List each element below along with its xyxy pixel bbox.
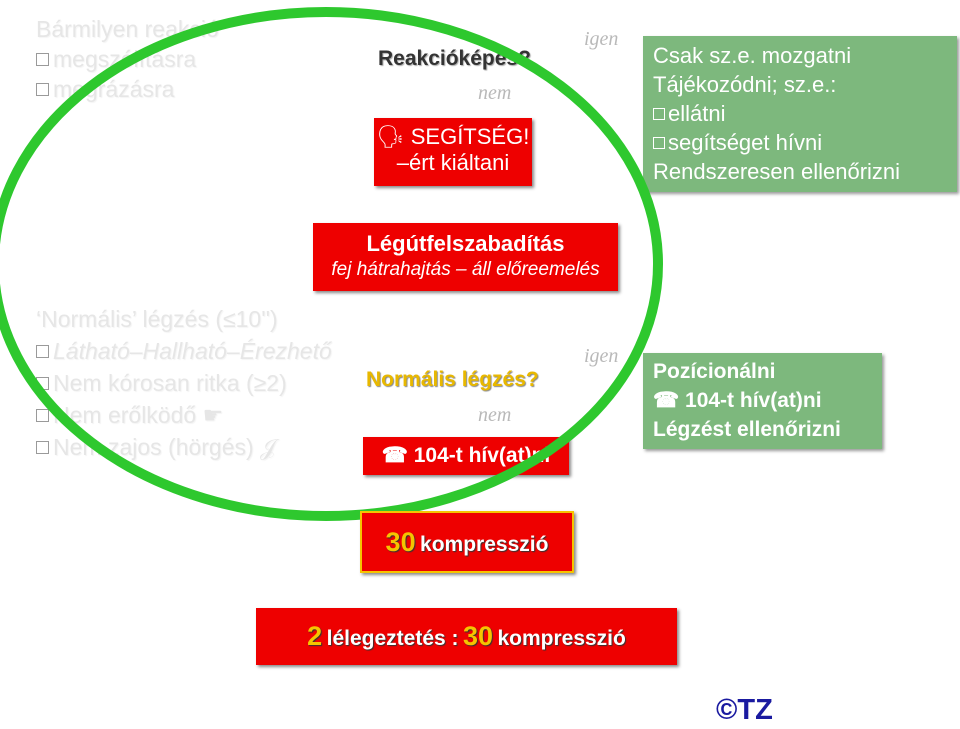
ear-icon: 𝒥 <box>260 434 276 460</box>
green-mid-box: Pozícionálni ☎ 104-t hív(at)ni Légzést e… <box>643 353 882 449</box>
green-top-item1: ellátni <box>653 99 947 128</box>
checkbox-icon <box>653 137 665 149</box>
green-top-line1: Csak sz.e. mozgatni <box>653 43 852 68</box>
question-responsive: Reakcióképes? <box>378 47 531 70</box>
left-mid-item2: Nem kórosan ritka (≥2) <box>36 367 332 399</box>
checkbox-icon <box>36 441 49 454</box>
checkbox-icon <box>653 108 665 120</box>
airway-title: Légútfelszabadítás <box>366 231 565 256</box>
ring-ellipse <box>0 7 663 521</box>
breaths-label: lélegeztetés : <box>326 627 459 650</box>
compression-box: 30 kompresszió <box>360 511 574 573</box>
compressions-count: 30 <box>462 621 494 651</box>
green-top-item2: segítséget hívni <box>653 128 947 157</box>
checkbox-icon <box>36 53 49 66</box>
phone-icon: ☎ <box>381 444 408 467</box>
q1-yes-label: igen <box>584 28 619 50</box>
phone-icon: ☎ <box>653 389 680 412</box>
compressions-label: kompresszió <box>497 627 626 650</box>
green-top-line3: Rendszeresen ellenőrizni <box>653 159 901 184</box>
checkbox-icon <box>36 83 49 96</box>
airway-box: Légútfelszabadítás fej hátrahajtás – áll… <box>313 223 618 291</box>
green-mid-line1: Pozícionálni <box>653 360 776 383</box>
green-top-box: Csak sz.e. mozgatni Tájékozódni; sz.e.: … <box>643 36 957 192</box>
green-top-line2: Tájékozódni; sz.e.: <box>653 72 837 97</box>
cycle-box: 2 lélegeztetés : 30 kompresszió <box>256 608 677 665</box>
q2-no-label: nem <box>478 404 512 426</box>
checkbox-icon <box>36 409 49 422</box>
left-mid-text: ‘Normális’ légzés (≤10'') Látható–Hallha… <box>36 303 332 463</box>
green-mid-line3: Légzést ellenőrizni <box>653 418 841 441</box>
green-mid-line2: ☎ 104-t hív(at)ni <box>653 389 822 412</box>
q1-no-label: nem <box>478 82 512 104</box>
breaths-count: 2 <box>307 621 323 651</box>
hand-icon: ☛ <box>202 402 224 428</box>
airway-subtitle: fej hátrahajtás – áll előreemelés <box>331 259 600 280</box>
compression-count: 30 <box>385 527 416 557</box>
checkbox-icon <box>36 345 49 358</box>
help-line1: 🗣 SEGÍTSÉG! <box>376 124 530 149</box>
question-normal-breathing: Normális légzés? <box>366 368 539 391</box>
left-mid-title: ‘Normális’ légzés (≤10'') <box>36 306 278 332</box>
compression-label: kompresszió <box>420 533 549 556</box>
copyright: ©TZ <box>716 694 773 726</box>
help-box: 🗣 SEGÍTSÉG! –ért kiáltani <box>374 118 532 186</box>
left-mid-item3: Nem erőlködő ☛ <box>36 399 332 431</box>
shout-icon: 🗣 <box>376 124 405 149</box>
left-mid-item1: Látható–Hallható–Érezhető <box>36 335 332 367</box>
help-line2: –ért kiáltani <box>396 150 510 175</box>
q2-yes-label: igen <box>584 345 619 367</box>
